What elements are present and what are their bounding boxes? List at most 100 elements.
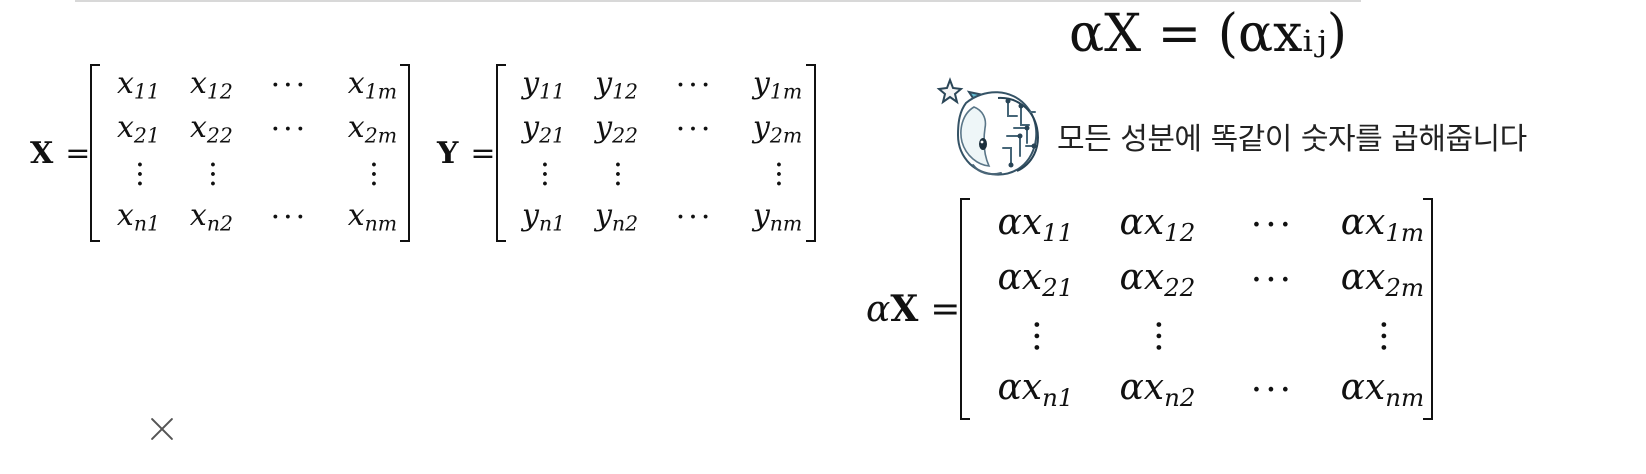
matrix-cell-4: y1m	[753, 69, 802, 102]
matrix-cell-13: αxn1	[997, 370, 1073, 410]
matrix-entry-base: x	[347, 66, 365, 102]
matrix-entry-base: x	[116, 110, 134, 146]
mascot-caption: 모든 성분에 똑같이 숫자를 곱해줍니다	[935, 70, 1527, 180]
matrix-entry-subscript: 22	[1164, 273, 1196, 303]
matrix-entry-subscript: 12	[1164, 218, 1196, 248]
matrix-entry-subscript: 22	[206, 124, 233, 149]
matrix-cell-16: αxnm	[1341, 370, 1425, 410]
matrix-cell-3: ···	[270, 68, 309, 103]
matrix-cell-6: x22	[190, 113, 233, 146]
matrix-cell-10: ···	[194, 159, 230, 189]
close-icon[interactable]	[145, 412, 179, 446]
matrix-cell-3: ···	[675, 68, 714, 103]
scalar-multiplication-rule: αX = (αxᵢⱼ)	[1069, 4, 1347, 64]
matrix-cell-15: ···	[675, 200, 714, 235]
matrix-cell-1: x11	[117, 69, 160, 102]
matrix-entry-subscript: 2m	[364, 124, 398, 149]
matrix-x-left-side: X =	[30, 136, 90, 171]
matrix-cell-6: αx22	[1120, 260, 1196, 300]
matrix-cell-7: ···	[675, 112, 714, 147]
matrix-cell-1: y11	[522, 69, 565, 102]
matrix-cell-14: αxn2	[1119, 370, 1195, 410]
equals-sign: =	[65, 135, 91, 171]
matrix-entry-base: y	[752, 66, 770, 102]
matrix-cell-4: x1m	[348, 69, 397, 102]
matrix-entry-base: αx	[1119, 202, 1165, 244]
scalar-times-matrix-left-side: αX =	[866, 288, 960, 330]
matrix-entry-subscript: nm	[364, 212, 398, 237]
matrix-entry-base: x	[189, 110, 207, 146]
matrix-cell-5: αx21	[998, 260, 1074, 300]
matrix-entry-base: x	[189, 66, 207, 102]
matrix-cell-7: ···	[1250, 259, 1295, 301]
matrix-entry-subscript: 1m	[364, 80, 398, 105]
matrix-entry-subscript: nm	[1385, 383, 1425, 413]
matrix-entry-subscript: n1	[538, 212, 566, 237]
matrix-cell-10: ···	[599, 159, 635, 189]
matrix-entry-subscript: 12	[206, 80, 233, 105]
matrix-cell-6: y22	[595, 113, 638, 146]
matrix-cell-16: xnm	[348, 201, 397, 234]
matrix-cell-12: ···	[1362, 318, 1404, 353]
matrix-cell-9: ···	[121, 159, 157, 189]
matrix-cell-2: y12	[595, 69, 638, 102]
matrix-cell-8: αx2m	[1341, 260, 1424, 300]
matrix-cell-2: x12	[190, 69, 233, 102]
matrix-entry-subscript: 11	[133, 80, 160, 105]
matrix-entry-subscript: 21	[1042, 273, 1074, 303]
matrix-entry-subscript: n2	[206, 212, 233, 237]
matrix-entry-base: αx	[997, 257, 1043, 299]
matrix-cell-2: αx12	[1120, 205, 1196, 245]
matrix-entry-base: y	[595, 110, 613, 146]
matrix-entry-base: x	[116, 198, 134, 234]
matrix-entry-subscript: 2m	[769, 124, 803, 149]
matrix-entry-base: αx	[997, 202, 1043, 244]
matrix-cell-3: ···	[1250, 204, 1295, 246]
matrix-cell-15: ···	[1250, 369, 1295, 411]
matrix-entry-subscript: 1m	[1385, 218, 1425, 248]
matrix-entry-base: αx	[1119, 367, 1165, 409]
matrix-entry-subscript: 1m	[769, 80, 803, 105]
matrix-entry-base: y	[595, 198, 612, 234]
matrix-cell-13: xn1	[117, 201, 160, 234]
matrix-entry-subscript: nm	[769, 212, 803, 237]
matrix-entry-base: x	[189, 198, 207, 234]
matrix-cell-16: ynm	[753, 201, 802, 234]
matrix-entry-subscript: n1	[133, 212, 160, 237]
equals-sign: =	[470, 135, 496, 171]
matrix-cell-5: x21	[117, 113, 160, 146]
matrix-cell-13: yn1	[522, 201, 565, 234]
matrix-cell-8: y2m	[753, 113, 802, 146]
top-divider	[75, 0, 1361, 2]
matrix-entry-subscript: 21	[539, 124, 566, 149]
matrix-cell-4: αx1m	[1341, 205, 1424, 245]
matrix-entry-base: αx	[1340, 257, 1386, 299]
scalar-alpha: αX	[866, 288, 919, 330]
matrix-cell-8: x2m	[348, 113, 397, 146]
matrix-entry-subscript: 11	[539, 80, 566, 105]
matrix-entry-base: αx	[1340, 202, 1386, 244]
matrix-cell-14: xn2	[190, 201, 233, 234]
matrix-entry-base: y	[752, 110, 770, 146]
matrix-entry-subscript: n2	[611, 212, 639, 237]
matrix-entry-subscript: 11	[1042, 218, 1074, 248]
matrix-entry-subscript: n2	[1164, 383, 1196, 413]
matrix-x-symbol: X	[30, 135, 54, 171]
matrix-entry-base: y	[752, 198, 770, 234]
matrix-cell-15: ···	[270, 200, 309, 235]
matrix-cell-12: ···	[355, 159, 391, 189]
matrix-entry-base: y	[522, 66, 540, 102]
matrix-entry-subscript: 21	[133, 124, 160, 149]
matrix-entry-base: x	[347, 198, 365, 234]
matrix-y-left-side: Y =	[437, 136, 496, 171]
matrix-entry-subscript: 12	[612, 80, 639, 105]
matrix-entry-subscript: n1	[1042, 383, 1074, 413]
matrix-cell-14: yn2	[595, 201, 638, 234]
matrix-entry-base: y	[522, 198, 539, 234]
caption-text: 모든 성분에 똑같이 숫자를 곱해줍니다	[1057, 122, 1527, 157]
matrix-cell-1: αx11	[998, 205, 1074, 245]
